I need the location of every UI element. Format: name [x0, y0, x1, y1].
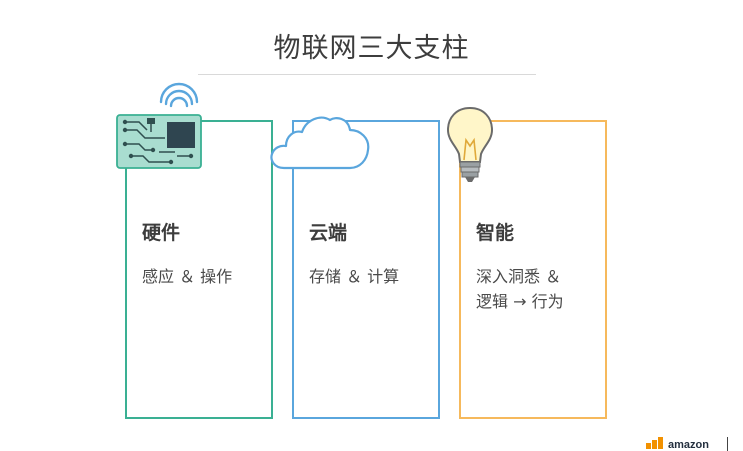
- pillar-description-intelligence: 深入洞悉 ＆ 逻辑 → 行为: [476, 264, 601, 314]
- amazon-web-services-logo-icon: [646, 437, 663, 449]
- pillar-card-intelligence: 智能 深入洞悉 ＆ 逻辑 → 行为: [459, 120, 607, 419]
- pillar-card-cloud: 云端 存储 ＆ 计算: [292, 120, 440, 419]
- amazon-logo: amazon: [646, 433, 743, 451]
- pillar-description-line: 存储 ＆ 计算: [309, 267, 400, 286]
- logo-separator: [727, 437, 728, 451]
- pillar-card-hardware: 硬件 感应 ＆ 操作: [125, 120, 273, 419]
- slide-title: 物联网三大支柱: [273, 33, 470, 64]
- amazon-logo-text: amazon: [668, 439, 709, 451]
- pillar-heading-intelligence: 智能: [476, 222, 515, 244]
- pillar-heading-hardware: 硬件: [142, 222, 181, 244]
- title-divider: [198, 74, 536, 75]
- light-bulb-icon: [446, 106, 494, 182]
- pillar-description-line: 逻辑 → 行为: [476, 292, 564, 311]
- pillar-heading-cloud: 云端: [309, 222, 348, 244]
- pillar-description-cloud: 存储 ＆ 计算: [309, 264, 434, 289]
- pillar-description-line: 感应 ＆ 操作: [142, 267, 233, 286]
- circuit-chip-icon: [116, 82, 202, 169]
- pillar-description-line: 深入洞悉 ＆: [476, 267, 562, 286]
- cloud-icon: [270, 116, 370, 170]
- pillar-description-hardware: 感应 ＆ 操作: [142, 264, 267, 289]
- wifi-waves-icon: [159, 82, 199, 108]
